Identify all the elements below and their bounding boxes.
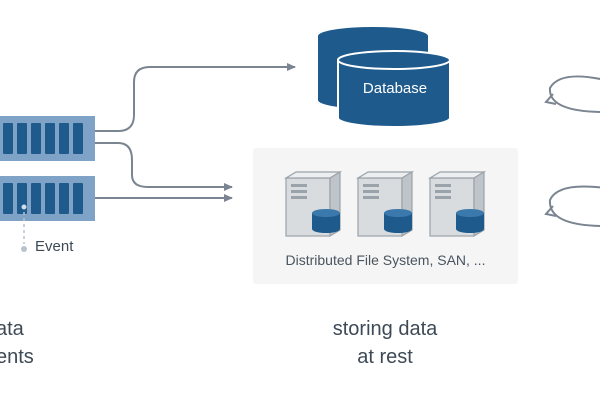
right-caption-line2: at rest <box>357 346 413 368</box>
event-queue-icon <box>0 176 95 221</box>
event-queue-icon <box>0 116 95 161</box>
arrow-to-database <box>95 63 296 132</box>
left-caption-line2: ents <box>0 346 34 368</box>
database-label: Database <box>362 80 428 97</box>
disk-icon <box>384 209 412 233</box>
loop-arrow-top <box>548 75 600 113</box>
disk-icon <box>456 209 484 233</box>
left-caption-line1: ata <box>0 318 24 340</box>
arrow-to-storage-1 <box>95 142 233 191</box>
storing-data-caption: storing data at rest <box>300 315 470 371</box>
loop-arrow-top-head <box>544 93 557 105</box>
event-label: Event <box>35 238 74 255</box>
database-icon <box>318 27 451 128</box>
loop-arrow-bottom <box>548 185 600 227</box>
event-pointer-dot <box>21 246 27 252</box>
disk-icon <box>312 209 340 233</box>
storage-label: Distributed File System, SAN, ... <box>285 252 486 268</box>
loop-arrow-bottom-head <box>544 205 557 217</box>
right-caption-line1: storing data <box>332 318 438 340</box>
